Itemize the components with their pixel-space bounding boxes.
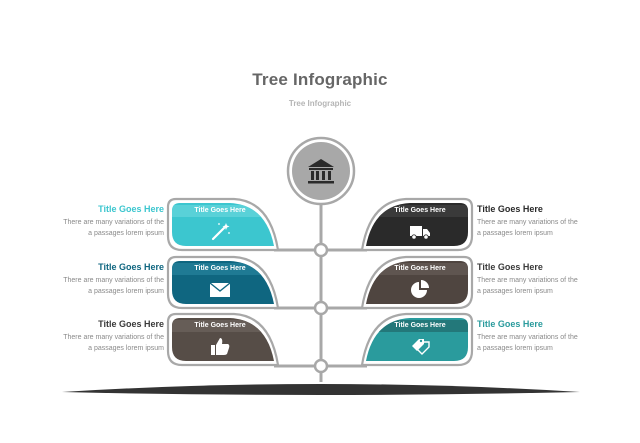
leaf-band (172, 205, 274, 217)
leaf-right-3 (360, 312, 474, 367)
leaf-description-line: There are many variations of the (63, 219, 164, 226)
magic-wand-icon (211, 223, 230, 241)
leaf-description-line: a passages lorem ipsum (88, 288, 164, 295)
leaf-label: Title Goes Here (194, 322, 246, 329)
root-circle-inner (292, 142, 350, 200)
leaf-title: Title Goes Here (477, 262, 543, 272)
leaf-description-line: a passages lorem ipsum (88, 230, 164, 237)
leaf-description-line: a passages lorem ipsum (477, 230, 553, 237)
bank-icon (308, 159, 334, 184)
leaf-band (172, 320, 274, 332)
thumbs-up-icon (211, 338, 230, 355)
leaf-band (366, 205, 468, 217)
leaf-band (366, 320, 468, 332)
leaf-description-line: There are many variations of the (477, 277, 578, 284)
branch-node-2 (313, 300, 329, 316)
leaf-title: Title Goes Here (477, 204, 543, 214)
leaf-description-line: There are many variations of the (477, 219, 578, 226)
leaf-label: Title Goes Here (194, 207, 246, 214)
leaf-label: Title Goes Here (394, 207, 446, 214)
leaf-description-line: a passages lorem ipsum (477, 288, 553, 295)
leaf-description-line: There are many variations of the (477, 334, 578, 341)
truck-icon (410, 226, 430, 240)
mail-icon (209, 282, 231, 297)
page-title: Tree Infographic (252, 70, 388, 89)
branch-node-3 (313, 358, 329, 374)
leaf-title: Title Goes Here (477, 319, 543, 329)
leaf-label: Title Goes Here (394, 265, 446, 272)
leaf-left-2 (166, 255, 280, 310)
leaf-title: Title Goes Here (98, 204, 164, 214)
leaf-description-line: a passages lorem ipsum (88, 345, 164, 352)
leaf-label: Title Goes Here (194, 265, 246, 272)
page-subtitle: Tree Infographic (288, 99, 352, 108)
leaf-right-1 (360, 197, 474, 252)
pie-chart-icon (411, 280, 429, 298)
ground-arc (62, 384, 580, 395)
leaf-left-1 (166, 197, 280, 252)
branch-node-1 (313, 242, 329, 258)
leaf-band (366, 263, 468, 275)
leaf-description-line: There are many variations of the (63, 334, 164, 341)
leaf-title: Title Goes Here (98, 262, 164, 272)
leaf-title: Title Goes Here (98, 319, 164, 329)
leaf-description-line: a passages lorem ipsum (477, 345, 553, 352)
leaf-label: Title Goes Here (394, 322, 446, 329)
leaf-left-3 (166, 312, 280, 367)
leaf-description-line: There are many variations of the (63, 277, 164, 284)
tag-icon (412, 339, 430, 355)
leaf-right-2 (360, 255, 474, 310)
leaf-band (172, 263, 274, 275)
